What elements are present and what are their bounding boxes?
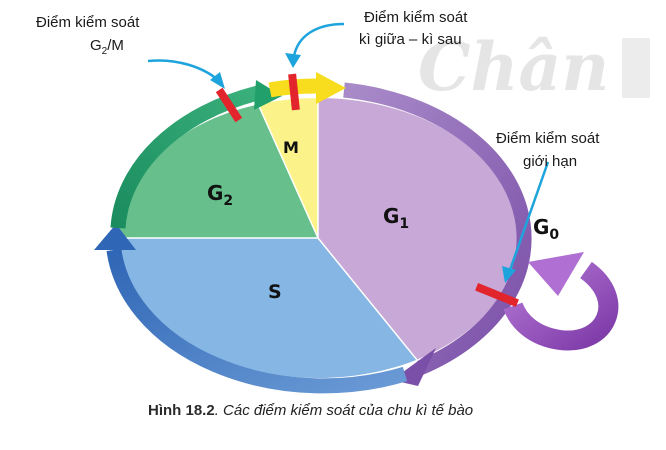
pointer-restriction [508, 161, 550, 271]
checkpoint-pointers [147, 22, 550, 283]
cell-cycle-pie [118, 98, 518, 378]
checkpoint-g2m-label-line1: Điểm kiểm soát [36, 14, 140, 31]
label-s: S [268, 281, 282, 303]
arrowhead-m [316, 72, 346, 104]
label-g0: G0 [533, 215, 559, 243]
sector-s [118, 238, 417, 378]
checkpoint-meta-label-line2: kì giữa – kì sau [359, 31, 462, 48]
pointer-meta [292, 22, 345, 57]
arc-g0 [503, 261, 619, 351]
pointer-meta-head [285, 53, 301, 68]
arrowhead-g0 [528, 252, 584, 296]
checkpoint-meta-bar [288, 73, 300, 111]
arc-s [106, 248, 408, 394]
watermark-shape [622, 38, 650, 98]
svg-text:G0: G0 [533, 215, 559, 243]
figure-caption: Hình 18.2. Các điểm kiểm soát của chu kì… [148, 402, 473, 419]
checkpoints [215, 73, 519, 307]
pointer-g2m-head [210, 72, 225, 89]
caption-text: . Các điểm kiểm soát của chu kì tế bào [214, 402, 474, 419]
checkpoint-restriction-label-line2: giới hạn [523, 153, 577, 170]
watermark-text: Chân [418, 28, 609, 106]
pointer-g2m [147, 59, 219, 81]
checkpoint-g2m-label-line2: G2/M [90, 37, 124, 57]
arrowhead-s [94, 224, 136, 250]
arc-g1 [343, 82, 532, 375]
checkpoint-g2m-bar [215, 87, 243, 123]
caption-number: Hình 18.2 [148, 402, 215, 419]
arrowhead-g2 [254, 80, 282, 110]
sector-outline [118, 98, 418, 361]
cycle-arrows [94, 72, 619, 394]
label-m: M [283, 138, 299, 157]
checkpoint-restriction-label-line1: Điểm kiểm soát [496, 130, 600, 147]
checkpoint-meta-label-line1: Điểm kiểm soát [364, 9, 468, 26]
sector-g1 [318, 98, 518, 360]
checkpoint-restriction-bar [475, 283, 519, 307]
sector-g2 [118, 104, 318, 239]
pointer-restriction-head [502, 266, 516, 283]
